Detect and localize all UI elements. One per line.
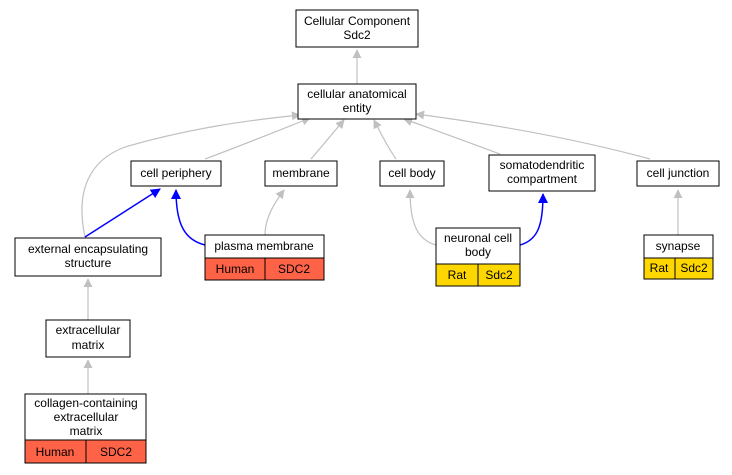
node-somatodendritic-line2: compartment bbox=[507, 172, 578, 186]
node-somatodendritic-compartment[interactable]: somatodendritic compartment bbox=[488, 154, 596, 192]
edge-cell-junction-to-cae bbox=[415, 110, 651, 160]
neuronal-cell-body-gene: Sdc2 bbox=[485, 268, 513, 282]
node-extracellular-matrix[interactable]: extracellular matrix bbox=[45, 319, 131, 358]
edge-cell-body-to-cae bbox=[373, 119, 397, 160]
node-extracellular-matrix-line1: extracellular bbox=[56, 323, 121, 337]
node-collagen-containing-extracellular-matrix[interactable]: collagen-containing extracellular matrix… bbox=[24, 393, 147, 464]
synapse-gene-cell bbox=[674, 257, 714, 280]
edge-neuronal-cell-body-to-cell-body bbox=[405, 189, 437, 246]
synapse-species: Rat bbox=[650, 261, 669, 275]
node-cell-body-label: cell body bbox=[388, 166, 435, 180]
node-membrane-label: membrane bbox=[272, 166, 330, 180]
edge-neuronal-cell-body-to-somatodendritic bbox=[519, 193, 548, 246]
synapse-gene: Sdc2 bbox=[680, 261, 708, 275]
edges bbox=[81, 49, 683, 394]
collagen-gene-cell bbox=[85, 439, 147, 464]
node-plasma-membrane-label: plasma membrane bbox=[214, 239, 314, 253]
node-synapse-label: synapse bbox=[656, 239, 701, 253]
edge-external-encapsulating-to-cae bbox=[81, 111, 301, 238]
node-neuronal-cell-body-line2: body bbox=[465, 245, 491, 259]
node-root[interactable]: Cellular Component Sdc2 bbox=[295, 9, 419, 48]
node-cae-line2: entity bbox=[343, 101, 372, 115]
collagen-gene: SDC2 bbox=[100, 445, 132, 459]
edge-somatodendritic-to-cae bbox=[403, 117, 501, 155]
node-external-encapsulating-structure[interactable]: external encapsulating structure bbox=[14, 237, 162, 277]
node-cell-junction[interactable]: cell junction bbox=[636, 160, 720, 187]
node-neuronal-cell-body-line1: neuronal cell bbox=[444, 231, 512, 245]
edge-plasma-membrane-to-cell-periphery bbox=[171, 189, 206, 246]
plasma-membrane-species: Human bbox=[216, 262, 255, 276]
edge-membrane-to-cae bbox=[310, 119, 345, 160]
node-collagen-line2: extracellular bbox=[54, 410, 119, 424]
edge-external-encapsulating-to-cell-periphery bbox=[84, 188, 161, 238]
node-ees-line2: structure bbox=[65, 256, 112, 270]
node-collagen-line1: collagen-containing bbox=[34, 396, 137, 410]
neuronal-cell-body-species: Rat bbox=[448, 268, 467, 282]
edge-cell-periphery-to-cae bbox=[204, 116, 311, 160]
neuronal-cell-body-gene-cell bbox=[477, 263, 521, 287]
node-extracellular-matrix-line2: matrix bbox=[72, 338, 105, 352]
node-ees-line1: external encapsulating bbox=[28, 242, 148, 256]
node-cae-line1: cellular anatomical bbox=[307, 87, 406, 101]
node-membrane[interactable]: membrane bbox=[264, 160, 338, 187]
node-cell-body[interactable]: cell body bbox=[379, 160, 445, 187]
node-collagen-line3: matrix bbox=[70, 424, 103, 438]
plasma-membrane-gene: SDC2 bbox=[278, 262, 310, 276]
edge-plasma-membrane-to-membrane bbox=[264, 189, 285, 236]
node-cell-periphery-label: cell periphery bbox=[140, 166, 211, 180]
node-root-line1: Cellular Component bbox=[304, 14, 411, 28]
node-neuronal-cell-body[interactable]: neuronal cell body Rat Sdc2 bbox=[435, 227, 521, 287]
node-cellular-anatomical-entity[interactable]: cellular anatomical entity bbox=[297, 83, 417, 120]
node-cell-periphery[interactable]: cell periphery bbox=[130, 160, 222, 187]
node-synapse[interactable]: synapse Rat Sdc2 bbox=[643, 234, 714, 280]
collagen-species: Human bbox=[36, 445, 75, 459]
plasma-membrane-gene-cell bbox=[264, 257, 325, 281]
node-cell-junction-label: cell junction bbox=[647, 166, 710, 180]
node-plasma-membrane[interactable]: plasma membrane Human SDC2 bbox=[204, 234, 325, 281]
node-somatodendritic-line1: somatodendritic bbox=[500, 158, 585, 172]
node-root-line2: Sdc2 bbox=[343, 28, 371, 42]
